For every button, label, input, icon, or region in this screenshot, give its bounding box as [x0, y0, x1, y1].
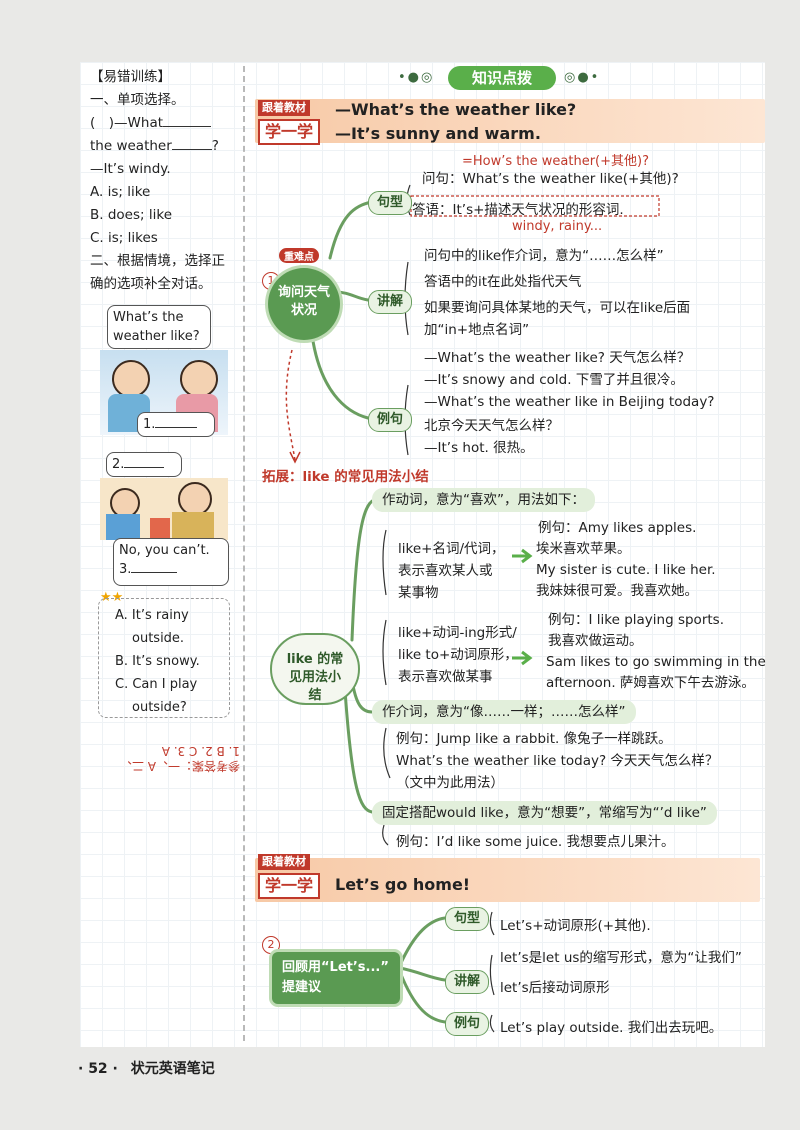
section1-band	[255, 99, 765, 143]
error-training-sidebar: 【易错训练】 一、单项选择。 ( )—What the weather? —It…	[90, 66, 235, 296]
speech-bubble-1: What’s the weather like?	[107, 305, 211, 349]
section1-line1: —What’s the weather like?	[335, 100, 577, 119]
chip-liju-2: 例句	[445, 1012, 490, 1036]
footer: · 52 · 状元英语笔记	[78, 1058, 215, 1078]
dots-left-icon: •●◎	[398, 70, 435, 85]
chip-juxing-2: 句型	[445, 907, 490, 931]
home-scene-illustration	[100, 478, 228, 540]
q1-option-b: B. does; like	[90, 207, 172, 223]
chip-liju-1: 例句	[368, 408, 413, 432]
child-icon	[110, 488, 140, 518]
extension-title: 拓展：like 的常见用法小结	[262, 469, 429, 485]
prep-examples: 例句：Jump like a rabbit. 像兔子一样跳跃。What’s th…	[396, 731, 719, 791]
weather-node: 询问天气状况	[268, 268, 340, 340]
q1-option-a: A. is; like	[90, 184, 151, 200]
red-example: windy, rainy...	[512, 219, 603, 234]
jiangjie-2: 答语中的it在此处指代天气	[424, 274, 582, 290]
q1-option-c: C. is; likes	[90, 230, 158, 246]
red-note: =How’s the weather(+其他)?	[462, 154, 649, 169]
prep-usage-bar: 作介词，意为“像……一样；……怎么样”	[372, 700, 636, 724]
q1-title: 一、单项选择。	[90, 92, 185, 108]
liju-4: 北京今天天气怎么样？	[424, 418, 559, 434]
q1-line3: —It’s windy.	[90, 161, 171, 177]
section2-band	[255, 858, 760, 902]
jiangjie-3: 如果要询问具体某地的天气，可以在like后面	[424, 300, 691, 316]
liju-2: —It’s snowy and cold. 下雪了并且很冷。	[424, 372, 684, 388]
liju-3: —What’s the weather like in Beijing toda…	[424, 394, 715, 410]
section2-title: Let’s go home!	[335, 875, 471, 894]
liju-5: —It’s hot. 很热。	[424, 440, 534, 456]
chip-juxing-1: 句型	[368, 191, 413, 215]
section2-liju: Let’s play outside. 我们出去玩吧。	[500, 1020, 723, 1036]
column-divider	[243, 66, 245, 1041]
answer-key-upside-down: 参考答案：一、A 二、1. B 2. C 3. A	[119, 744, 240, 773]
mother-icon	[178, 482, 212, 516]
speech-bubble-2: No, you can’t. 3.	[113, 538, 229, 586]
section1-xue-tag: 学一学	[258, 119, 321, 145]
sidebar-tag: 【易错训练】	[90, 69, 171, 85]
answer-blank-1: 1.	[137, 412, 215, 437]
section1-gen-tag: 跟着教材	[258, 100, 310, 116]
verb-examples-2a: 例句：I like playing sports.我喜欢做运动。	[548, 612, 724, 649]
verb-usage-bar: 作动词，意为“喜欢”，用法如下：	[372, 488, 595, 512]
q2-title-2: 确的选项补全对话。	[90, 276, 212, 292]
juxing-answer: 答语：It’s+描述天气状况的形容词.	[412, 202, 624, 218]
jiangjie-4: 加“in+地点名词”	[424, 322, 530, 338]
key-point-badge: 重难点	[279, 248, 319, 263]
verb-examples-1: 例句：Amy likes apples.埃米喜欢苹果。My sister is …	[536, 520, 716, 599]
section2-gen-tag: 跟着教材	[258, 854, 310, 870]
lets-node: 回顾用“Let’s...”提建议	[272, 952, 400, 1004]
answer-blank-2: 2.	[106, 452, 182, 477]
jiangjie-1: 问句中的like作介词，意为“……怎么样”	[424, 248, 664, 264]
like-usage-node: like 的常见用法小结	[270, 633, 360, 705]
section2-number: 2	[262, 936, 280, 954]
options-box: A. It’s rainy outside. B. It’s snowy. C.…	[98, 598, 230, 718]
q1-line2: the weather?	[90, 138, 219, 154]
q1-line1: ( )—What	[90, 112, 235, 135]
section2-jiangjie-2: let’s后接动词原形	[500, 980, 610, 996]
q2-title-1: 二、根据情境，选择正	[90, 253, 225, 269]
chip-jiangjie-2: 讲解	[445, 970, 490, 994]
verb-rule-2: like+动词-ing形式/like to+动词原形，表示喜欢做某事	[398, 625, 518, 685]
book-title: 状元英语笔记	[130, 1061, 215, 1077]
section-header: 知识点拨	[448, 66, 556, 90]
section2-juxing: Let’s+动词原形(+其他).	[500, 918, 651, 934]
verb-rule-1: like+名词/代词，表示喜欢某人或某事物	[398, 541, 505, 601]
page-number: · 52 ·	[78, 1061, 118, 1077]
section2-xue-tag: 学一学	[258, 873, 321, 899]
girl-icon	[180, 360, 218, 398]
section2-jiangjie-1: let’s是let us的缩写形式，意为“让我们”	[500, 950, 742, 966]
fixed-phrase-example: 例句：I’d like some juice. 我想要点儿果汁。	[396, 834, 675, 850]
liju-1: —What’s the weather like? 天气怎么样？	[424, 350, 691, 366]
juxing-question: 问句：What’s the weather like(+其他)?	[422, 171, 679, 187]
page-sheet	[80, 62, 765, 1047]
chip-jiangjie-1: 讲解	[368, 290, 413, 314]
fixed-phrase-bar: 固定搭配would like，意为“想要”，常缩写为“’d like”	[372, 801, 717, 825]
dots-right-icon: ◎●•	[564, 70, 601, 85]
section1-line2: —It’s sunny and warm.	[335, 124, 541, 143]
boy-icon	[112, 360, 150, 398]
